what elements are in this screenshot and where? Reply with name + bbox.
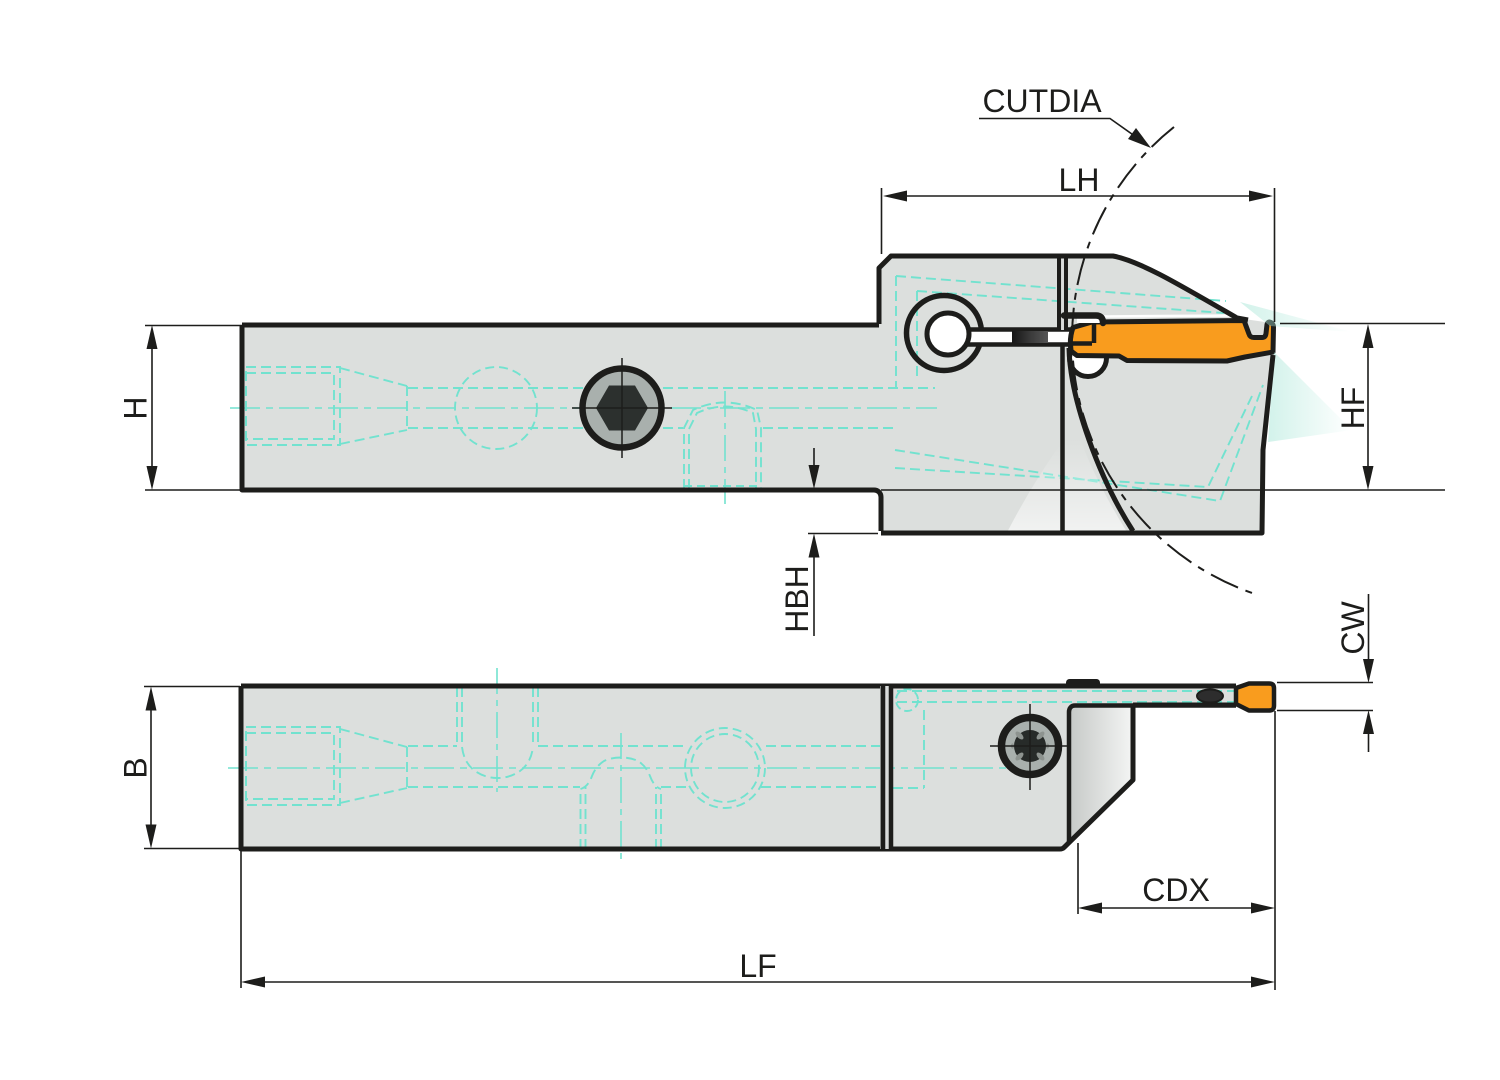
svg-text:H: H	[118, 396, 154, 419]
svg-text:HF: HF	[1335, 387, 1371, 430]
svg-text:HBH: HBH	[779, 565, 815, 633]
svg-text:B: B	[118, 757, 154, 778]
svg-text:LF: LF	[739, 948, 776, 984]
svg-text:CUTDIA: CUTDIA	[982, 83, 1102, 119]
svg-text:LH: LH	[1059, 162, 1100, 198]
svg-text:CW: CW	[1335, 601, 1371, 655]
svg-text:CDX: CDX	[1142, 872, 1210, 908]
